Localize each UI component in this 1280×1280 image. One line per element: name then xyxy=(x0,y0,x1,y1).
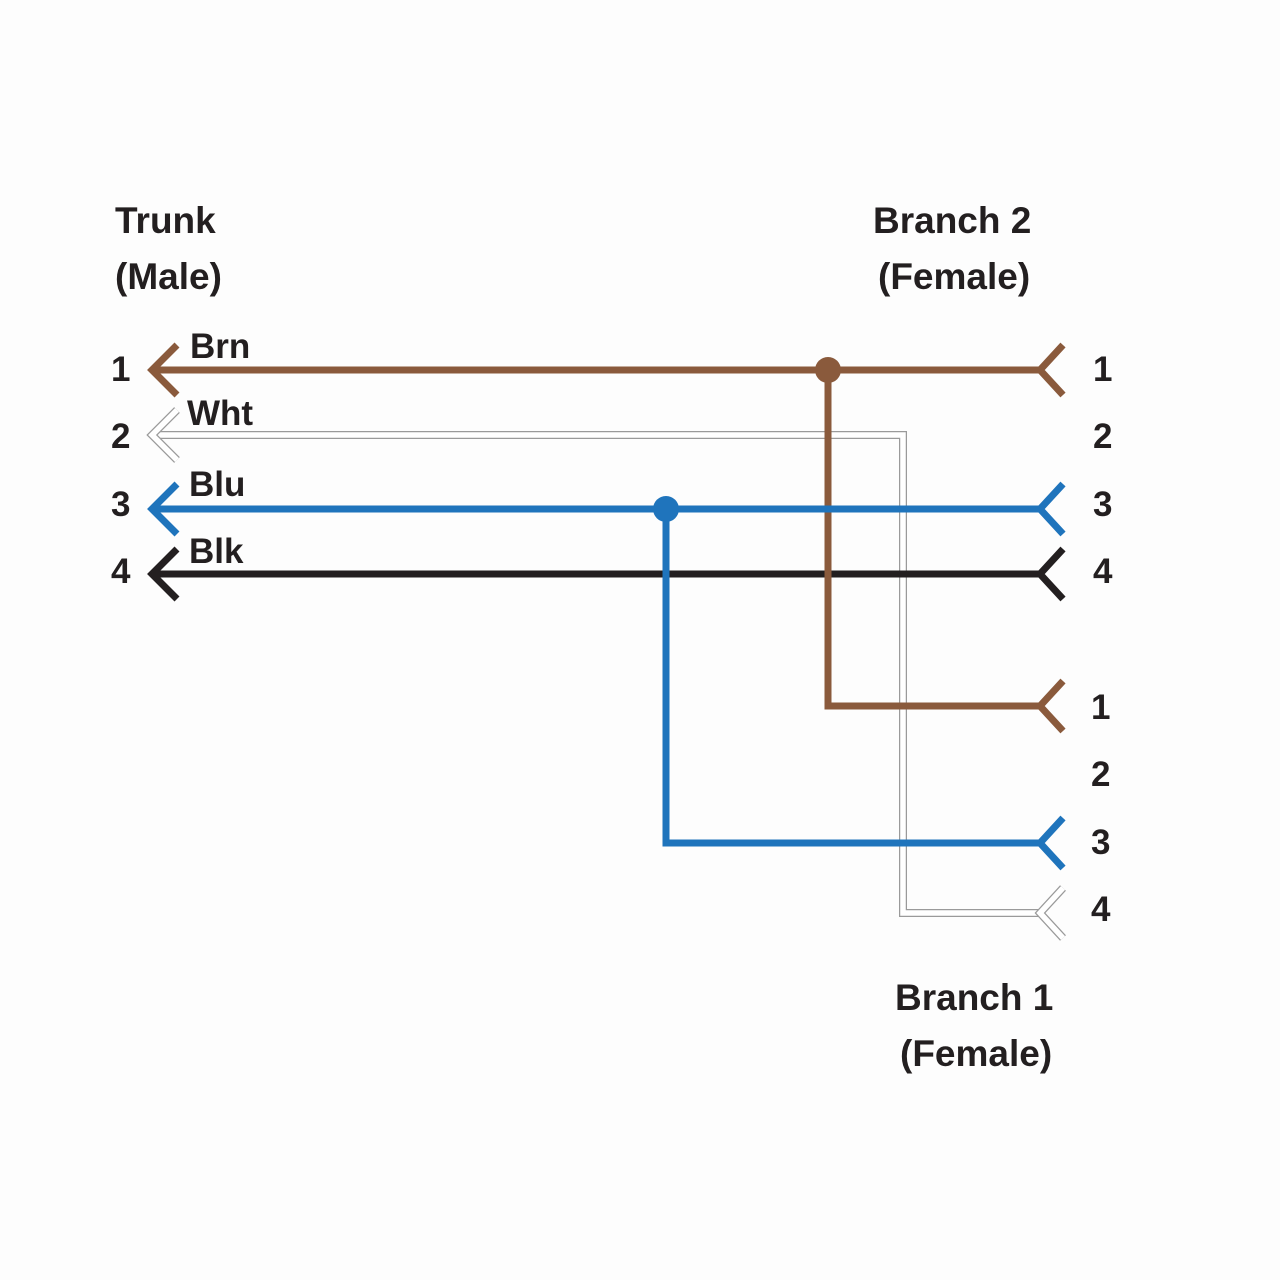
branch1-pin-1: 1 xyxy=(1091,688,1111,727)
wire-blu xyxy=(147,481,1066,871)
branch2-pin-1: 1 xyxy=(1093,350,1113,389)
trunk-pin-3: 3 xyxy=(111,485,131,524)
branch2-pin-3: 3 xyxy=(1093,485,1113,524)
branch2-pin-2: 2 xyxy=(1093,417,1113,456)
branch2-connector-4 xyxy=(1035,546,1066,602)
branch2-connector-1 xyxy=(1035,342,1066,398)
wire-brn-branch xyxy=(824,370,1044,710)
branch1-connector-3 xyxy=(1035,815,1066,871)
wire-label-wht: Wht xyxy=(187,394,254,433)
branch2-connector-3 xyxy=(1035,481,1066,537)
wire-label-blu: Blu xyxy=(189,465,246,504)
branch1-pin-3: 3 xyxy=(1091,823,1111,862)
branch2-subtitle: (Female) xyxy=(878,256,1031,297)
trunk-pin-4: 4 xyxy=(111,552,131,591)
trunk-subtitle: (Male) xyxy=(115,256,222,297)
trunk-pin-2: 2 xyxy=(111,417,131,456)
branch1-connector-1 xyxy=(1035,678,1066,734)
brn-junction-dot xyxy=(815,357,841,383)
wire-wht-core xyxy=(152,432,1044,916)
trunk-pin-1: 1 xyxy=(111,350,131,389)
wire-label-blk: Blk xyxy=(189,532,244,571)
branch2-pin-4: 4 xyxy=(1093,552,1113,591)
branch2-title: Branch 2 xyxy=(873,200,1032,241)
branch1-title: Branch 1 xyxy=(895,977,1054,1018)
trunk-connector-1 xyxy=(147,342,180,398)
wire-wht xyxy=(146,407,1066,941)
blu-junction-dot xyxy=(653,496,679,522)
wire-blk xyxy=(147,546,1066,602)
trunk-connector-3 xyxy=(147,481,180,537)
branch1-pin-2: 2 xyxy=(1091,755,1111,794)
trunk-title: Trunk xyxy=(115,200,216,241)
wire-label-brn: Brn xyxy=(190,327,251,366)
trunk-connector-4 xyxy=(147,546,180,602)
branch1-subtitle: (Female) xyxy=(900,1033,1053,1074)
branch1-pin-4: 4 xyxy=(1091,890,1111,929)
wire-blu-branch xyxy=(662,509,1044,847)
wire-brn xyxy=(147,342,1066,734)
